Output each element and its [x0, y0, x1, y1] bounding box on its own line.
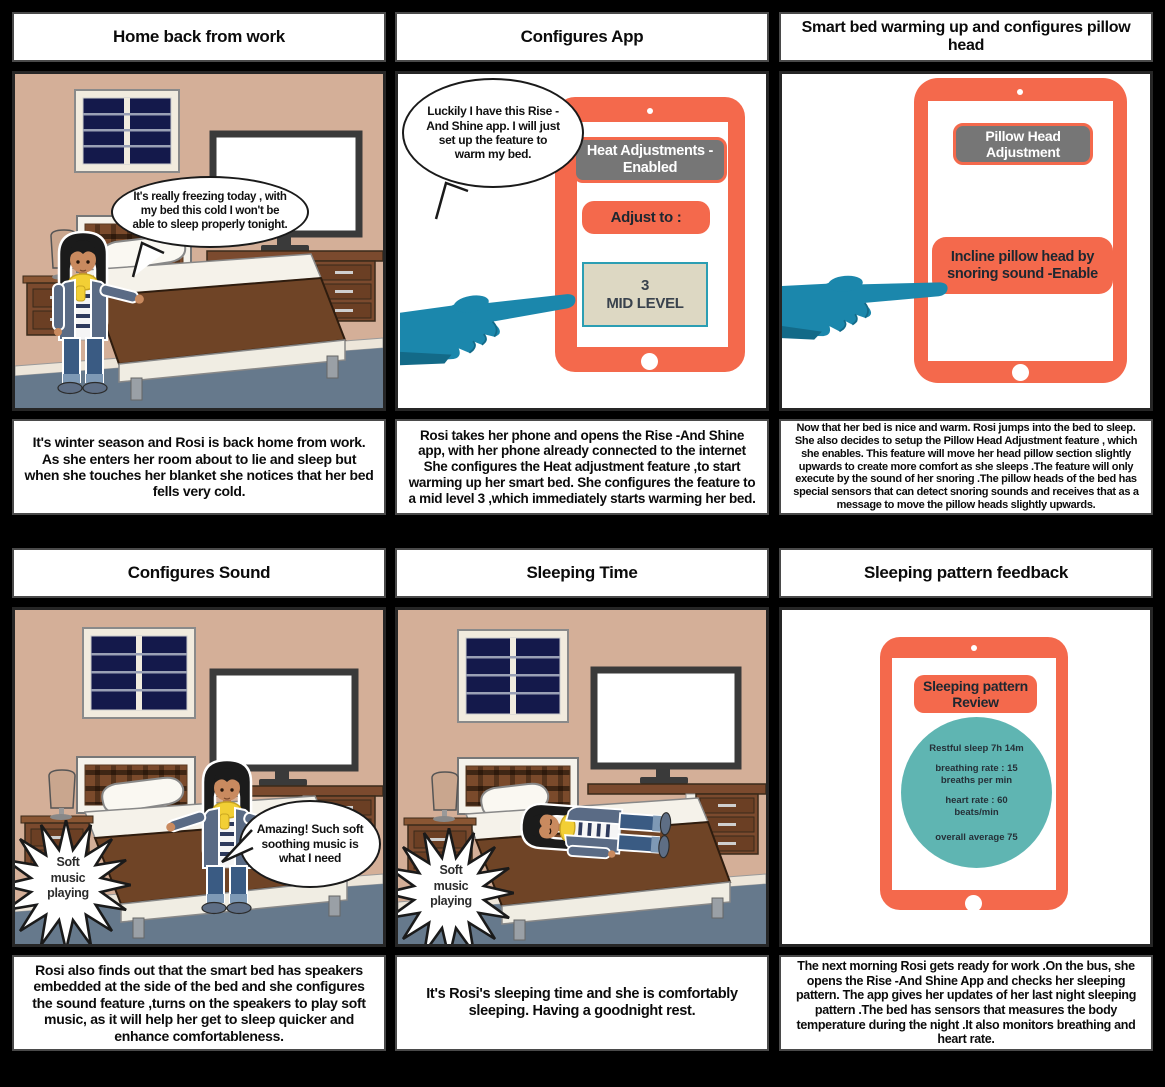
- bedroom-scene: [398, 610, 766, 944]
- sound-burst: [398, 828, 514, 944]
- panel-art-tablet-heat: Heat Adjustments - Enabled Adjust to : 3…: [395, 71, 769, 411]
- tv: [209, 668, 359, 786]
- panel-title: Configures Sound: [12, 548, 386, 598]
- speech-bubble-text: Luckily I have this Rise - And Shine app…: [426, 104, 560, 162]
- speech-bubble: Amazing! Such soft soothing music is wha…: [239, 800, 381, 888]
- character-rosi: [52, 230, 144, 395]
- caption-text: The next morning Rosi gets ready for wor…: [795, 959, 1137, 1047]
- stat-heart-rate: heart rate : 60 beats/min: [945, 794, 1008, 818]
- stat-breathing-rate: breathing rate : 15 breaths per min: [935, 762, 1018, 786]
- sleep-stats-circle: Restful sleep 7h 14m breathing rate : 15…: [901, 717, 1052, 868]
- incline-pillow-button: Incline pillow head by snoring sound -En…: [932, 237, 1113, 294]
- sound-burst: [15, 820, 131, 944]
- panel-cell-smart-bed-warming: Smart bed warming up and configures pill…: [779, 12, 1153, 517]
- character-rosi-sleeping: [520, 802, 672, 860]
- stat-restful-sleep: Restful sleep 7h 14m: [929, 743, 1024, 754]
- caption-text: It's winter season and Rosi is back home…: [24, 434, 374, 500]
- panel-title: Smart bed warming up and configures pill…: [779, 12, 1153, 62]
- caption-text: Rosi takes her phone and opens the Rise …: [408, 427, 756, 506]
- level-display: 3 MID LEVEL: [582, 262, 708, 327]
- panel-cell-configures-app: Configures App Heat Adjustments - Enable…: [395, 12, 769, 517]
- panel-title: Sleeping Time: [395, 548, 769, 598]
- panel-title-text: Sleeping Time: [526, 562, 638, 582]
- pointing-hand-icon: [782, 275, 948, 340]
- speech-bubble-text: Amazing! Such soft soothing music is wha…: [256, 822, 364, 866]
- panel-cell-configures-sound: Configures Sound: [12, 548, 386, 1053]
- sleeping-pattern-review-label: Sleeping pattern Review: [923, 677, 1028, 710]
- sound-burst-text: Soft music playing: [430, 863, 472, 909]
- panel-title: Configures App: [395, 12, 769, 62]
- panel-art-bedroom-sleeping: Soft music playing: [395, 607, 769, 947]
- level-display-text: 3 MID LEVEL: [606, 277, 684, 312]
- home-button-icon: [965, 895, 982, 912]
- window: [457, 629, 569, 723]
- speech-bubble-tail: [221, 829, 254, 864]
- panel-title: Home back from work: [12, 12, 386, 62]
- panel-title-text: Smart bed warming up and configures pill…: [801, 19, 1131, 54]
- heat-adjustments-label: Heat Adjustments - Enabled: [586, 143, 714, 176]
- panel-cell-sleeping-pattern-feedback: Sleeping pattern feedback Sleeping patte…: [779, 548, 1153, 1053]
- panel-caption: Rosi takes her phone and opens the Rise …: [395, 419, 769, 515]
- lamp: [431, 771, 459, 822]
- panel-caption: The next morning Rosi gets ready for wor…: [779, 955, 1153, 1051]
- panel-art-tablet-pillow: Pillow Head Adjustment Incline pillow he…: [779, 71, 1153, 411]
- adjust-to-label: Adjust to :: [610, 208, 682, 226]
- stat-overall-average: overall average 75: [935, 832, 1018, 844]
- panel-title-text: Sleeping pattern feedback: [863, 562, 1069, 582]
- pillow-head-adjustment-button: Pillow Head Adjustment: [953, 123, 1093, 165]
- window: [74, 89, 180, 173]
- pointing-hand-icon: [400, 294, 576, 366]
- sound-burst-text: Soft music playing: [47, 855, 89, 901]
- lamp: [48, 769, 76, 820]
- heat-adjustments-button: Heat Adjustments - Enabled: [573, 137, 727, 183]
- window: [82, 627, 196, 719]
- panel-art-bedroom-music: Soft music playing Amazing! Such soft so…: [12, 607, 386, 947]
- panel-title-text: Home back from work: [113, 26, 285, 46]
- pillow-head-adjustment-label: Pillow Head Adjustment: [985, 127, 1061, 160]
- camera-dot-icon: [647, 108, 653, 114]
- incline-pillow-label: Incline pillow head by snoring sound -En…: [947, 248, 1098, 282]
- speech-bubble-tail: [434, 181, 469, 220]
- caption-text: Now that her bed is nice and warm. Rosi …: [793, 422, 1139, 512]
- panel-cell-home-back-from-work: Home back from work: [12, 12, 386, 517]
- panel-caption: Rosi also finds out that the smart bed h…: [12, 955, 386, 1051]
- caption-text: Rosi also finds out that the smart bed h…: [32, 962, 366, 1044]
- sleeping-pattern-review-button: Sleeping pattern Review: [914, 675, 1037, 713]
- adjust-to-button: Adjust to :: [582, 201, 710, 234]
- speech-bubble: It's really freezing today , with my bed…: [111, 176, 309, 248]
- panel-title-text: Configures Sound: [127, 562, 271, 582]
- speech-bubble: Luckily I have this Rise - And Shine app…: [402, 78, 584, 188]
- panel-title-text: Configures App: [520, 26, 644, 46]
- home-button-icon: [1012, 364, 1029, 381]
- panel-art-bedroom-cold: It's really freezing today , with my bed…: [12, 71, 386, 411]
- panel-title: Sleeping pattern feedback: [779, 548, 1153, 598]
- camera-dot-icon: [971, 645, 977, 651]
- panel-cell-sleeping-time: Sleeping Time: [395, 548, 769, 1053]
- speech-bubble-tail: [131, 241, 165, 278]
- panel-art-tablet-stats: Sleeping pattern Review Restful sleep 7h…: [779, 607, 1153, 947]
- panel-caption: It's winter season and Rosi is back home…: [12, 419, 386, 515]
- home-button-icon: [641, 353, 658, 370]
- panel-caption: Now that her bed is nice and warm. Rosi …: [779, 419, 1153, 515]
- caption-text: It's Rosi's sleeping time and she is com…: [426, 986, 738, 1019]
- tv: [590, 666, 742, 784]
- panel-caption: It's Rosi's sleeping time and she is com…: [395, 955, 769, 1051]
- speech-bubble-text: It's really freezing today , with my bed…: [132, 191, 288, 231]
- camera-dot-icon: [1017, 89, 1023, 95]
